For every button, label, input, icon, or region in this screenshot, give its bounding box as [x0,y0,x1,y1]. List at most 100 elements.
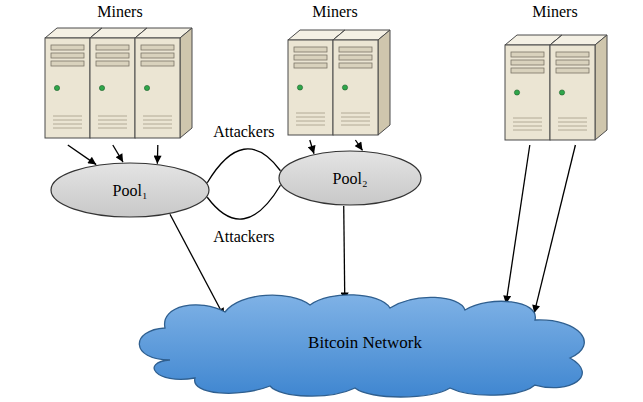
vent-line [341,117,370,118]
text-holder: Miners [30,2,210,21]
drive-bay [96,61,129,66]
drive-bay [511,52,544,57]
arrow-connector [68,145,96,165]
text-holder: Pool₂ [333,169,368,188]
node-outline [30,0,210,145]
drive-bay [96,53,129,58]
pool-outline [51,163,209,217]
vent-line [296,125,325,126]
vent-line [558,122,587,123]
tower-front [288,40,333,135]
tower-front [135,38,180,138]
pool-ellipse: Pool₂ [278,150,422,206]
cloud-outline [139,295,584,397]
power-light [559,90,564,95]
node-label: Pool₂ [333,169,368,188]
drive-bay [556,52,589,57]
vent-line [296,113,325,114]
drive-bay [141,45,174,50]
power-light [144,85,149,90]
drive-bay [294,55,327,60]
attack-link [207,185,280,219]
node-outline [495,0,615,145]
group-heading: Miners [30,2,210,21]
pool-outline [279,151,421,205]
text-holder: Pool₁ [113,181,148,200]
drive-bay [51,61,84,66]
node-outline [275,0,395,140]
vent-line [341,113,370,114]
drive-bay [556,60,589,65]
drive-bay [511,68,544,73]
power-light [99,85,104,90]
vent-line [341,125,370,126]
text-holder: Bitcoin Network [308,333,422,352]
vent-line [98,128,127,129]
node-label: Pool₁ [113,181,148,200]
tower-side [378,30,390,135]
drive-bay [141,61,174,66]
server-tower [550,35,607,140]
drive-bay [556,68,589,73]
power-light [342,85,347,90]
vent-line [296,117,325,118]
vent-line [296,121,325,122]
power-light [514,90,519,95]
tower-side [595,35,607,140]
drive-bay [294,47,327,52]
server-tower [135,28,192,138]
vent-line [98,124,127,125]
edge-label: Attackers [211,227,276,246]
vent-line [143,120,172,121]
vent-line [513,118,542,119]
network-cloud: Bitcoin Network [130,290,600,395]
vent-line [143,128,172,129]
power-light [297,85,302,90]
arrow-connector [534,145,575,313]
pool-ellipse: Pool₁ [50,162,210,218]
vent-line [53,128,82,129]
edge-label: Attackers [211,122,276,141]
vent-line [98,120,127,121]
vent-line [53,120,82,121]
drive-bay [339,63,372,68]
tower-front [333,40,378,135]
arrow-connector [310,140,314,154]
vent-line [143,116,172,117]
tower-side [180,28,192,138]
drive-bay [294,63,327,68]
vent-line [98,116,127,117]
arrow-connector [113,145,123,162]
group-heading: Miners [495,2,615,21]
text-holder: Miners [275,2,395,21]
drive-bay [511,60,544,65]
miner-group: Miners [275,0,395,140]
power-light [54,85,59,90]
vent-line [143,124,172,125]
vent-line [53,124,82,125]
vent-line [558,126,587,127]
vent-line [341,121,370,122]
text-holder: Miners [495,2,615,21]
drive-bay [51,53,84,58]
node-label: Bitcoin Network [308,333,422,352]
vent-line [513,126,542,127]
arrow-connector [506,145,530,304]
tower-front [45,38,90,138]
tower-front [550,45,595,140]
tower-front [505,45,550,140]
attack-link [207,149,280,183]
vent-line [558,130,587,131]
drive-bay [96,45,129,50]
arrow-connector [157,145,159,164]
vent-line [53,116,82,117]
drive-bay [141,53,174,58]
vent-line [513,122,542,123]
server-tower [333,30,390,135]
vent-line [558,118,587,119]
group-heading: Miners [275,2,395,21]
miner-group: Miners [30,0,210,145]
arrow-connector [344,206,345,301]
drive-bay [51,45,84,50]
